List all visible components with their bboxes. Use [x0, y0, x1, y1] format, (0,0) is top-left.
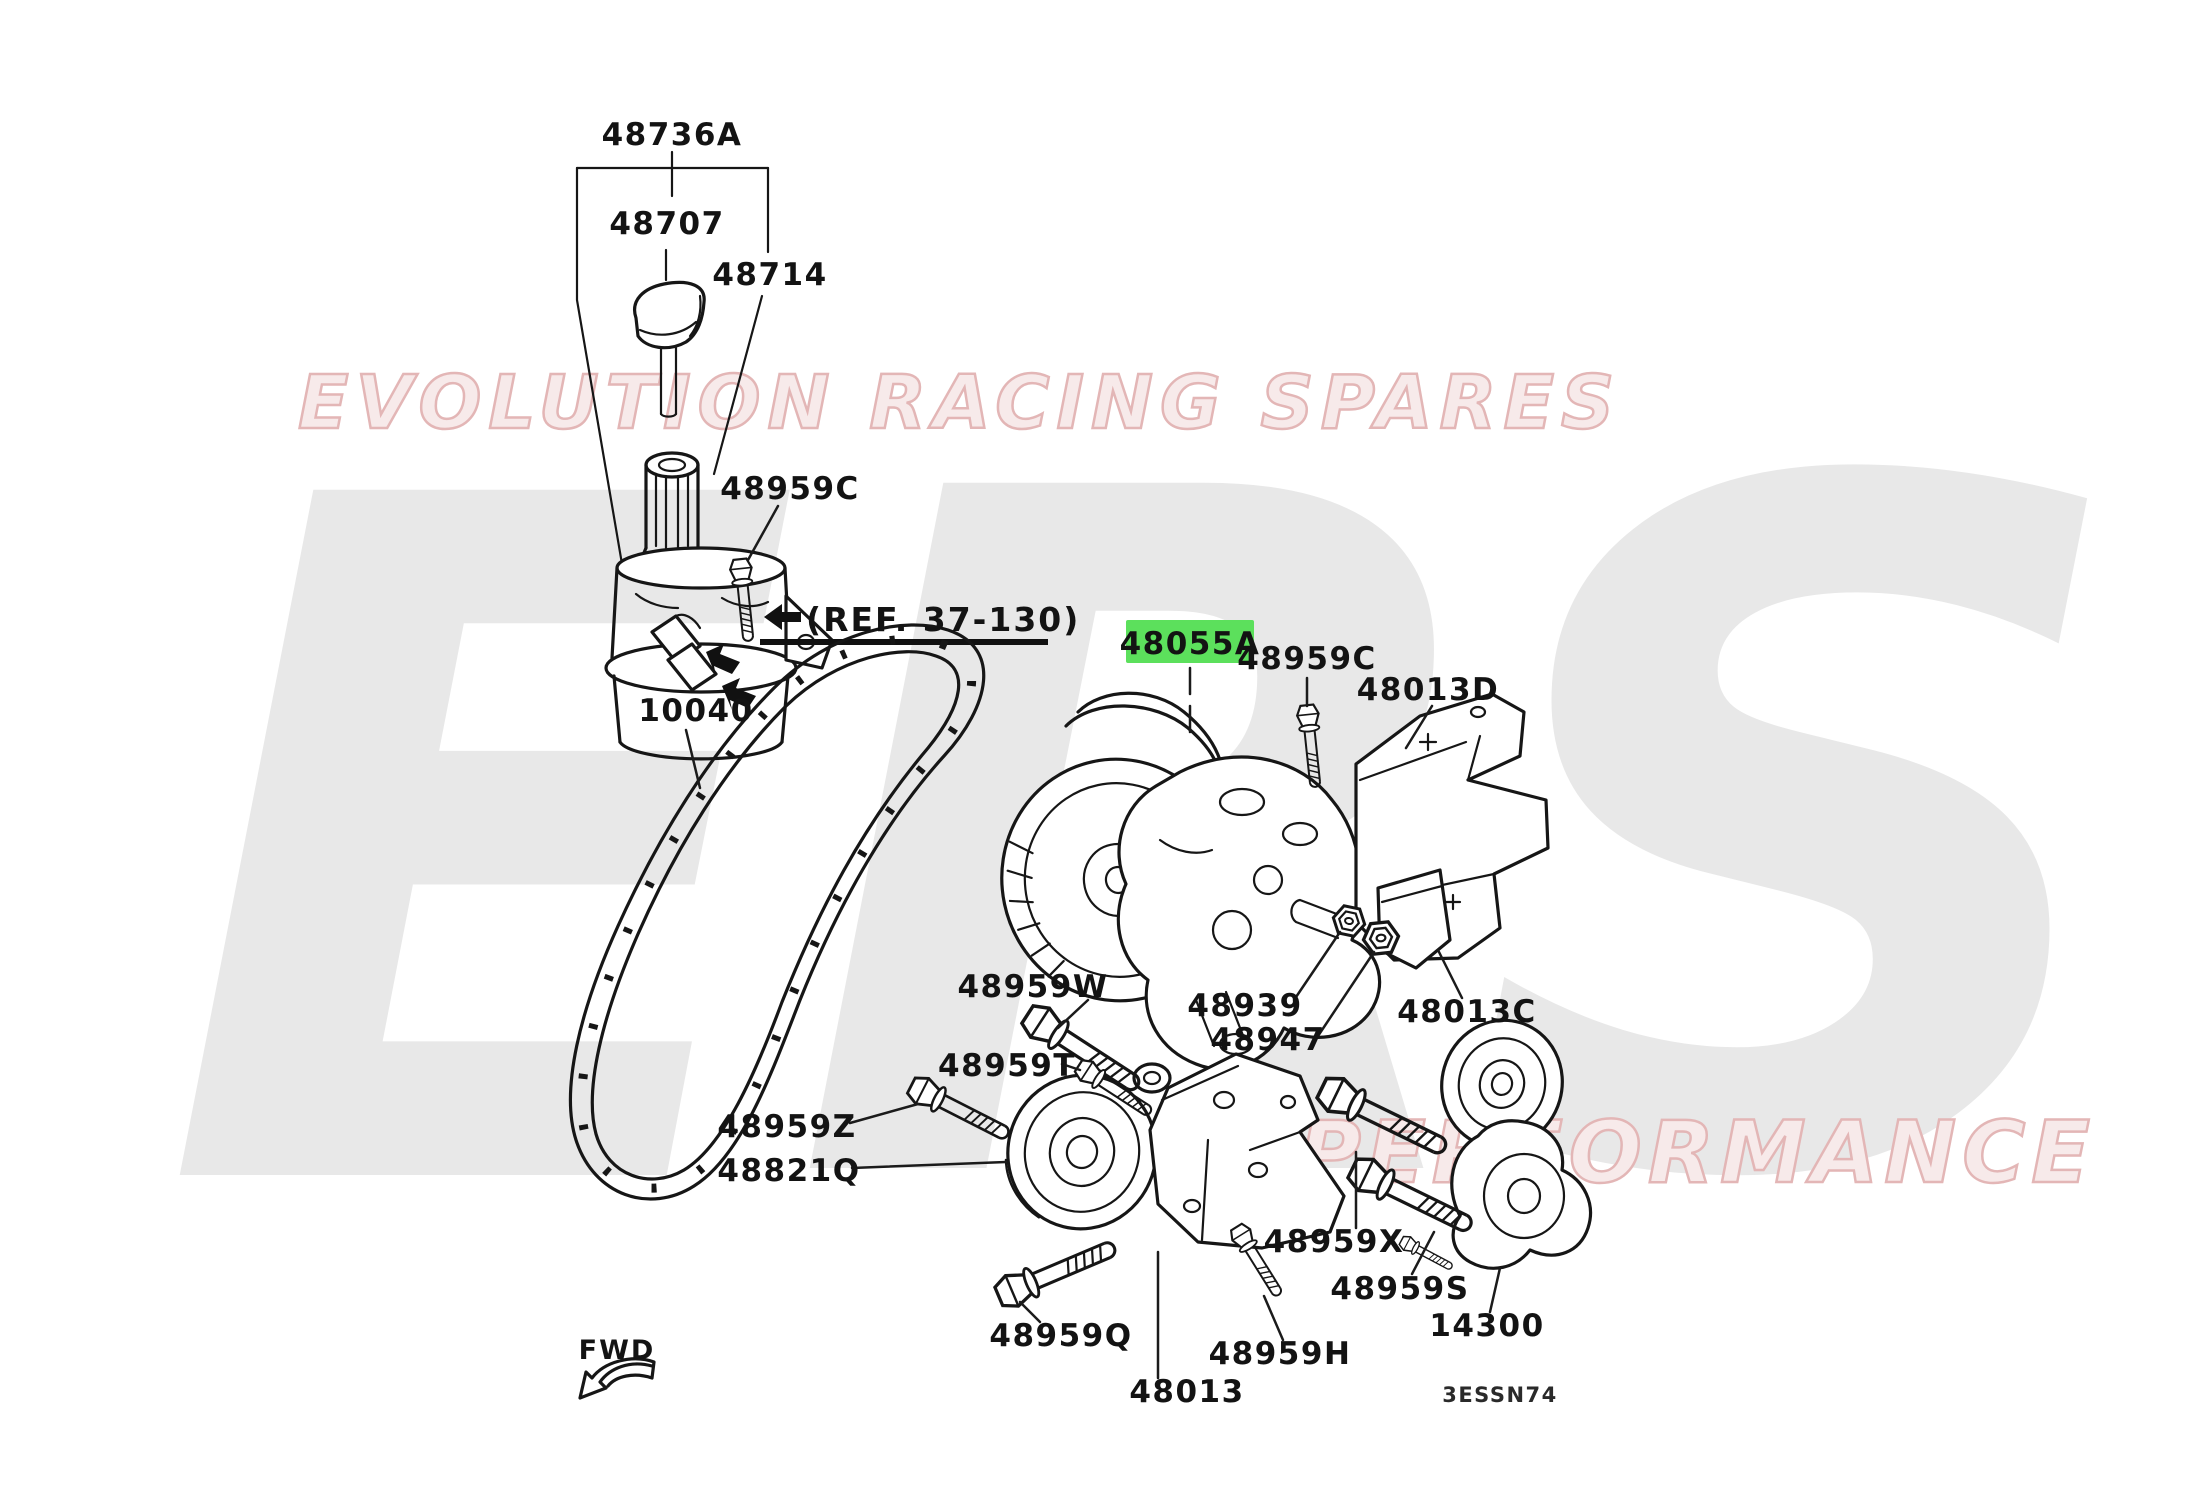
label-48959h: 48959H [1209, 1336, 1352, 1372]
label-48013d: 48013D [1357, 672, 1500, 708]
label-48959s: 48959S [1330, 1271, 1469, 1307]
label-48013c: 48013C [1397, 994, 1537, 1030]
label-48714: 48714 [712, 257, 827, 293]
label-48959c-pump: 48959C [1237, 641, 1377, 677]
highlight-48055a [1126, 620, 1254, 663]
label-48939: 48939 [1187, 988, 1302, 1024]
pump-drawing [1000, 691, 1382, 1094]
leader-lines [684, 504, 1502, 1380]
label-48959z: 48959Z [717, 1109, 856, 1145]
label-48947: 48947 [1210, 1022, 1325, 1058]
watermark-line1: EVOLUTION RACING SPARES [298, 360, 1621, 446]
label-48959x: 48959X [1264, 1224, 1405, 1260]
label-48013: 48013 [1129, 1374, 1244, 1410]
reservoir-cap-drawing [633, 280, 706, 418]
assembly-bracket-lines [575, 150, 770, 566]
fwd-arrow [578, 1357, 656, 1400]
label-48959w: 48959W [957, 969, 1108, 1005]
label-14300: 14300 [1429, 1308, 1544, 1344]
label-10040: 10040 [638, 693, 753, 729]
label-48736a: 48736A [602, 117, 743, 153]
drive-belt-drawing [568, 623, 986, 1201]
label-48959q: 48959Q [989, 1318, 1132, 1354]
diagram-artwork [568, 150, 1593, 1400]
label-48959t: 48959T [938, 1048, 1076, 1084]
label-48707: 48707 [609, 206, 724, 242]
watermark-line2: PERFORMANCE [1298, 1103, 2096, 1203]
label-48055a[interactable]: 48055A [1120, 626, 1261, 662]
part-labels: 48736A 48707 48714 48959C (REF. 37-130) … [579, 117, 1558, 1410]
ref-note-arrow [760, 604, 1048, 645]
monogram-letter-e: E [160, 302, 802, 1397]
label-fwd: FWD [579, 1335, 656, 1366]
tensioner-drawing [1397, 1018, 1593, 1275]
label-drawing-code: 3ESSN74 [1442, 1383, 1558, 1407]
label-ref-note: (REF. 37-130) [806, 600, 1080, 639]
watermark-text: EVOLUTION RACING SPARES PERFORMANCE [297, 359, 2096, 1205]
label-48821q: 48821Q [717, 1153, 860, 1189]
label-48959c-reservoir: 48959C [720, 471, 860, 507]
bracket-lower-drawing [1148, 1052, 1346, 1250]
